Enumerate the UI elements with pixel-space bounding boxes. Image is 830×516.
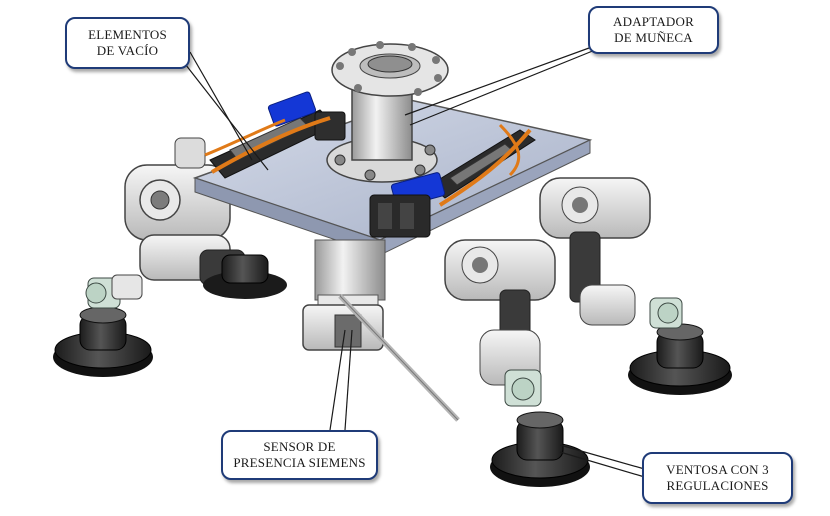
suction-cup-right (628, 297, 732, 395)
suction-cup-back-left (203, 254, 287, 299)
wrist-adapter (326, 41, 449, 183)
suction-cup-left (53, 274, 153, 377)
callout-sensor-line2: PRESENCIA SIEMENS (233, 455, 366, 470)
callout-vacio-line1: ELEMENTOS (88, 27, 167, 42)
presence-sensor-callout: SENSOR DE PRESENCIA SIEMENS (221, 430, 378, 480)
leader-lines (181, 43, 649, 479)
callout-sensor-line1: SENSOR DE (263, 439, 336, 454)
callout-adapt-line2: DE MUÑECA (614, 30, 693, 45)
callout-vacio-line2: DE VACÍO (96, 43, 159, 58)
callout-ventosa-line2: REGULACIONES (666, 478, 769, 493)
vacuum-element-left (204, 91, 346, 179)
suction-cup-front (479, 329, 590, 487)
wrist-adapter-callout: ADAPTADOR DE MUÑECA (588, 6, 719, 54)
suction-cup-callout: VENTOSA CON 3 REGULACIONES (642, 452, 793, 504)
right-manifold (444, 177, 651, 356)
callout-adapt-line1: ADAPTADOR (613, 14, 694, 29)
callout-ventosa-line1: VENTOSA CON 3 (666, 462, 769, 477)
vacuum-elements-callout: ELEMENTOS DE VACÍO (65, 17, 190, 69)
presence-sensor (302, 294, 460, 422)
vacuum-element-right (369, 123, 536, 238)
